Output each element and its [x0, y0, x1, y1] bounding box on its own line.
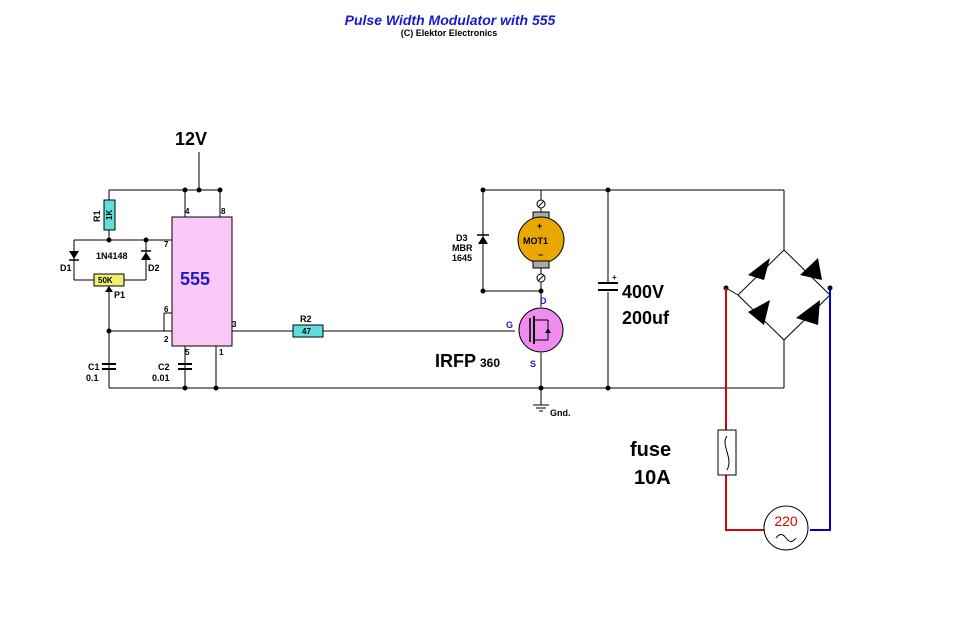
mosfet-irfp360 [518, 307, 564, 353]
capacitor-voltage: 400V [622, 282, 664, 302]
p1-wiper [105, 286, 113, 292]
r1-ref: R1 [92, 210, 102, 222]
d3-line2: 1645 [452, 253, 472, 263]
motor-plus: + [537, 221, 542, 231]
pin-7: 7 [164, 240, 169, 249]
diagram-title: Pulse Width Modulator with 555 [345, 12, 556, 28]
bridge-rectifier [737, 190, 831, 388]
ground-symbol [533, 404, 549, 412]
fuse-label: fuse [630, 439, 671, 461]
mosfet-gate-label: G [506, 320, 513, 330]
d2-diode [141, 252, 151, 260]
r1-value: 1K [105, 210, 114, 220]
pin-3: 3 [232, 320, 237, 329]
fuse-rating: 10A [634, 467, 671, 489]
mosfet-suffix: 360 [480, 356, 500, 370]
c2-value: 0.01 [152, 373, 170, 383]
junction-dots-left [106, 187, 223, 391]
r2-value: 47 [302, 327, 311, 336]
diode-type-label: 1N4148 [96, 251, 128, 261]
r1-resistor [103, 199, 116, 231]
d3-line1: MBR [452, 243, 473, 253]
live-wire-bottom [725, 475, 764, 531]
ic-label: 555 [180, 269, 210, 289]
mosfet-drain-label: D [540, 296, 547, 306]
mosfet-name: IRFP [435, 351, 476, 371]
d1-diode [69, 251, 79, 259]
pin-1: 1 [219, 348, 224, 357]
neutral-wire [810, 288, 831, 531]
pin-6: 6 [164, 305, 169, 314]
motor-label: MOT1 [523, 236, 548, 246]
d3-diode [478, 236, 488, 244]
mosfet-source-label: S [530, 359, 536, 369]
wires-left [73, 189, 784, 389]
motor-minus: − [538, 250, 543, 260]
p1-ref: P1 [114, 290, 125, 300]
diagram-subtitle: (C) Elektor Electronics [401, 28, 498, 38]
c1-value: 0.1 [86, 373, 99, 383]
ground-label: Gnd. [550, 408, 571, 418]
r2-ref: R2 [300, 314, 312, 324]
capacitor-value: 200uf [622, 308, 670, 328]
mains-voltage: 220 [774, 513, 798, 529]
ic-555 [171, 216, 233, 347]
c2-ref: C2 [158, 362, 170, 372]
supply-label: 12V [175, 129, 207, 149]
p1-value: 50K [98, 276, 113, 285]
mains-source [763, 505, 809, 551]
pin-5: 5 [185, 348, 190, 357]
d2-label: D2 [148, 263, 160, 273]
pin-8: 8 [221, 207, 226, 216]
d1-label: D1 [60, 263, 72, 273]
ac-wave-icon [775, 534, 797, 542]
junction-dots-right [480, 187, 611, 391]
wires-motor [482, 189, 784, 405]
capacitor-polarity: + [612, 273, 617, 282]
pin-2: 2 [164, 335, 169, 344]
d3-ref: D3 [456, 233, 468, 243]
pin-4: 4 [185, 207, 190, 216]
c1-ref: C1 [88, 362, 100, 372]
